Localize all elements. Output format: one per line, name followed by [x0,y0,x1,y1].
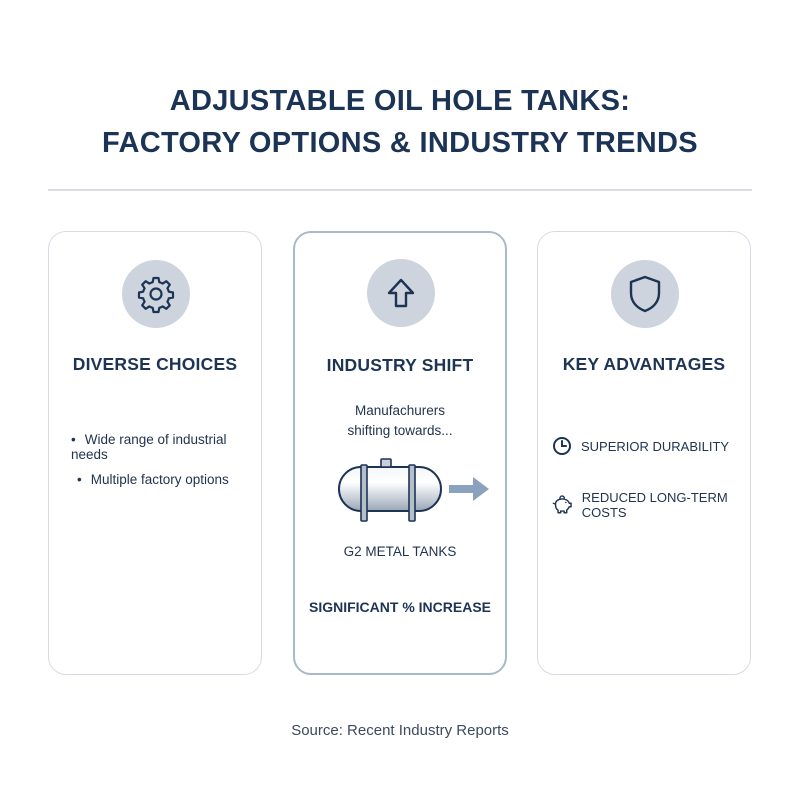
tank-label: G2 METAL TANKS [343,544,457,559]
advantage-item: SUPERIOR DURABILITY [552,436,729,456]
tank-band-right [408,464,416,522]
description-line-1: Manufachurers [354,403,446,418]
tank-band-left [360,464,368,522]
increase-highlight: SIGNIFICANT % INCREASE [308,599,491,615]
tank-cap [380,458,392,468]
title-line-1: ADJUSTABLE OIL HOLE TANKS: [169,85,631,117]
piggy-bank-icon [552,495,572,514]
description-line-2: shifting towards... [347,423,453,438]
bullet-item: Wide range of industrial needs [71,432,261,462]
bullet-list: Wide range of industrial needs Multiple … [71,432,261,497]
advantage-label: SUPERIOR DURABILITY [581,438,730,454]
gear-icon [122,260,190,328]
card-key-advantages: KEY ADVANTAGES SUPERIOR DURABILITY REDUC… [537,231,751,675]
advantage-label: REDUCED LONG-TERM COSTS [581,490,728,520]
card-title: KEY ADVANTAGES [562,354,726,374]
metal-tank-illustration [335,455,495,530]
bullet-item: Multiple factory options [71,472,261,487]
shield-icon [611,260,679,328]
page-title: ADJUSTABLE OIL HOLE TANKS: FACTORY OPTIO… [0,80,800,164]
advantage-item: REDUCED LONG-TERM COSTS [552,490,750,520]
card-title: DIVERSE CHOICES [72,354,238,374]
title-line-2: FACTORY OPTIONS & INDUSTRY TRENDS [102,127,698,159]
shift-description: Manufachurers shifting towards... [295,401,505,441]
source-note: Source: Recent Industry Reports [291,722,509,739]
card-title: INDUSTRY SHIFT [326,355,474,375]
card-diverse-choices: DIVERSE CHOICES Wide range of industrial… [48,231,262,675]
arrow-up-icon [367,259,435,327]
arrow-right-icon [449,477,489,501]
tank-body [338,466,442,512]
clock-icon [553,437,571,455]
card-industry-shift: INDUSTRY SHIFT Manufachurers shifting to… [293,231,507,675]
title-divider [48,189,752,191]
